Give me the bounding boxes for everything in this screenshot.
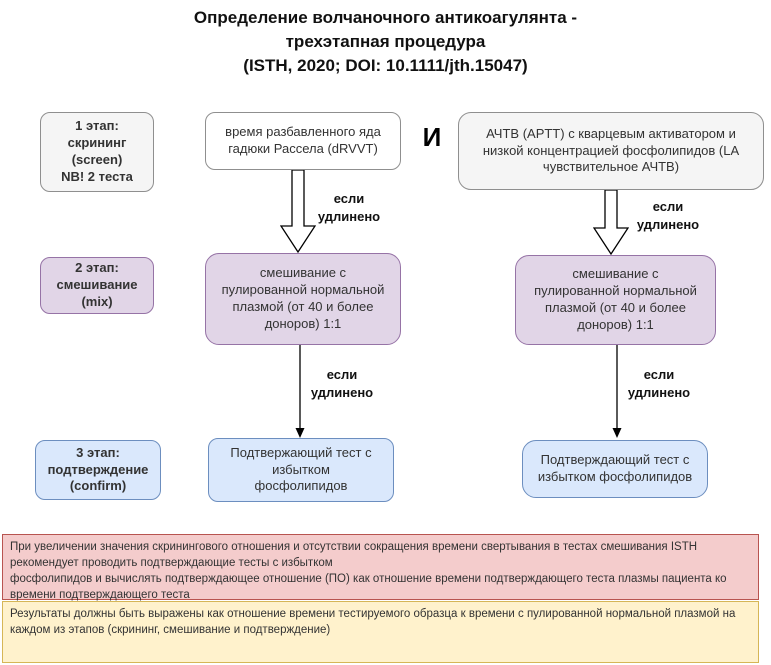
if-prolonged-label-right-2: если удлинено xyxy=(627,367,691,400)
down-arrow-line-right-icon xyxy=(612,345,622,438)
stage3-confirm-box: 3 этап: подтверждение (confirm) xyxy=(35,440,161,500)
mix-test-box-right: смешивание с пулированной нормальной пла… xyxy=(515,255,716,345)
confirm-test-box-right: Подтверждающий тест с избытком фосфолипи… xyxy=(522,440,708,498)
isth-recommendation-note: При увеличении значения скринингового от… xyxy=(2,534,759,601)
if-prolonged-label-middle-2: если удлинено xyxy=(310,367,374,400)
down-arrow-line-middle-icon xyxy=(295,345,305,438)
stage2-mix-box: 2 этап: смешивание (mix) xyxy=(40,257,154,314)
mix-test-box-middle: смешивание с пулированной нормальной пла… xyxy=(205,253,401,345)
down-arrow-hollow-middle-icon xyxy=(280,170,316,253)
aptt-test-box: АЧТВ (APTT) с кварцевым активатором и ни… xyxy=(458,112,764,190)
if-prolonged-label-right-1: если удлинено xyxy=(636,199,700,232)
page-title: Определение волчаночного антикоагулянта … xyxy=(193,8,578,75)
stage1-screen-box: 1 этап: скрининг (screen) NB! 2 теста xyxy=(40,112,154,192)
results-expression-note: Результаты должны быть выражены как отно… xyxy=(2,601,759,663)
drvvt-test-box: время разбавленного яда гадюки Рассела (… xyxy=(205,112,401,170)
confirm-test-box-middle: Подтвержающий тест с избытком фосфолипид… xyxy=(208,438,394,502)
and-connector-label: И xyxy=(422,122,442,152)
if-prolonged-label-middle-1: если удлинено xyxy=(317,191,381,224)
down-arrow-hollow-right-icon xyxy=(593,190,629,255)
